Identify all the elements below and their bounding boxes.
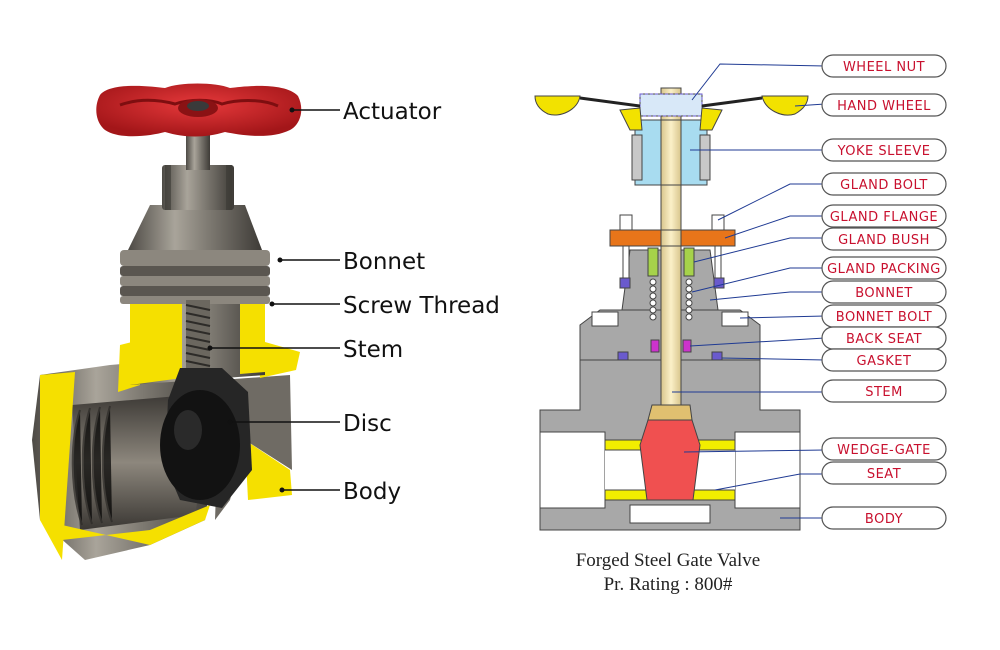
label-wedge-gate: WEDGE-GATE: [837, 443, 931, 458]
bonnet-cut-face: [130, 290, 182, 385]
label-yoke-sleeve: YOKE SLEEVE: [837, 144, 931, 159]
cs-body-bottom-gap: [629, 504, 711, 524]
label-stem-right: STEM: [865, 385, 903, 400]
label-gasket: GASKET: [857, 354, 912, 369]
label-bonnet-bolt: BONNET BOLT: [836, 310, 932, 325]
label-body-right: BODY: [865, 512, 903, 527]
stem-threaded: [186, 300, 210, 372]
label-bonnet-right: BONNET: [855, 286, 913, 301]
label-body: Body: [343, 479, 401, 505]
cut-face-body-left: [40, 372, 75, 560]
caption-rating: Pr. Rating : 800#: [604, 574, 733, 595]
disc: [160, 390, 240, 500]
cs-wheel-nut: [639, 93, 703, 117]
cs-hand-wheel-left: [534, 95, 581, 116]
cs-bonnet-bolt-right: [721, 311, 749, 327]
handwheel: [96, 83, 302, 137]
label-back-seat: BACK SEAT: [846, 332, 922, 347]
cut-face-body-bottom: [40, 505, 210, 545]
label-gland-bush: GLAND BUSH: [838, 233, 930, 248]
cs-hand-wheel-right: [761, 95, 809, 116]
label-seat: SEAT: [867, 467, 901, 482]
cs-gland-bush: [647, 247, 659, 277]
caption-title: Forged Steel Gate Valve: [576, 550, 761, 571]
label-bonnet: Bonnet: [343, 249, 425, 275]
cross-section-drawing: [534, 87, 809, 531]
cs-back-seat: [650, 339, 660, 353]
label-disc: Disc: [343, 411, 392, 437]
label-stem: Stem: [343, 337, 403, 363]
stem-shaft: [186, 130, 210, 170]
cs-bonnet-bolt-left: [591, 311, 619, 327]
bonnet-cut-inner: [240, 290, 265, 374]
stem-threads: [185, 304, 211, 367]
cs-wedge-gate: [639, 419, 701, 501]
cut-face-body-right: [245, 440, 292, 500]
cs-gland-packing: [649, 278, 693, 321]
label-gland-packing: GLAND PACKING: [827, 262, 941, 277]
left-leaders: [207, 107, 340, 493]
label-hand-wheel: HAND WHEEL: [837, 99, 931, 114]
hex-nut: [162, 165, 234, 210]
right-label-pills: [821, 54, 947, 530]
cs-gland-bolt-right: [711, 214, 725, 231]
screw-thread-rings: [120, 250, 270, 304]
cut-face-neck-right: [258, 340, 300, 378]
cs-bore-left: [539, 431, 606, 509]
right-leaders: [672, 63, 826, 519]
cs-bore-right: [734, 431, 801, 509]
label-actuator: Actuator: [343, 99, 442, 125]
label-wheel-nut: WHEEL NUT: [843, 60, 925, 75]
cs-gland-bolt-left: [619, 214, 633, 231]
bonnet-top: [128, 205, 262, 250]
label-screw-thread: Screw Thread: [343, 293, 500, 319]
label-gland-bolt: GLAND BOLT: [840, 178, 928, 193]
bore-threads: [71, 405, 113, 526]
label-gland-flange: GLAND FLANGE: [830, 210, 938, 225]
cutaway-valve-illustration: Actuator Bonnet Screw Thread Stem Disc B…: [32, 83, 500, 560]
